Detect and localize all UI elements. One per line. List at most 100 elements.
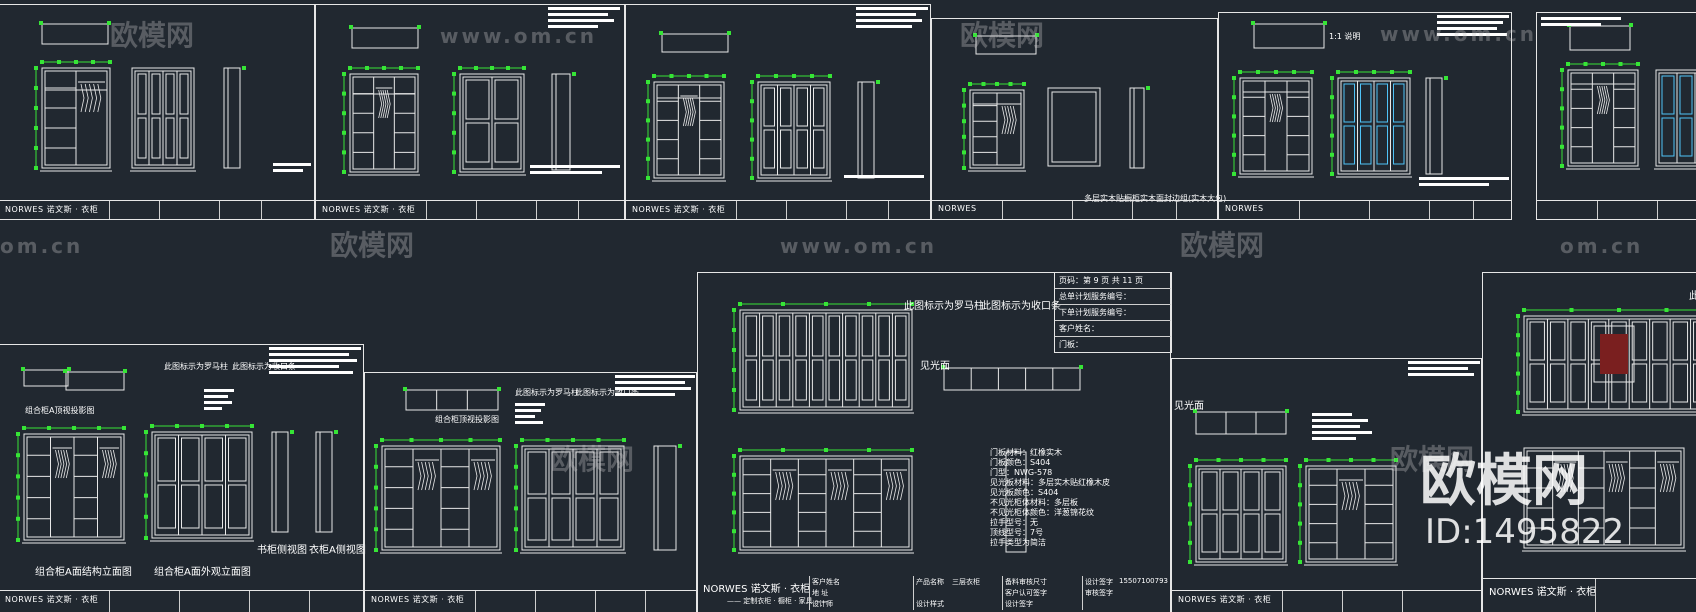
- door-panel: [465, 79, 490, 120]
- drawing-sheet-6[interactable]: [1536, 12, 1696, 220]
- door-panel: [1672, 321, 1689, 361]
- door-panel: [861, 315, 874, 357]
- dimension-mark: [123, 369, 127, 373]
- hanger-icon: [102, 449, 106, 479]
- order-number: 总单计划服务编号：: [1055, 289, 1171, 305]
- edge-strip-note: 此图标示为收口条: [981, 301, 1061, 312]
- dimension-mark: [876, 80, 880, 84]
- hanger-icon: [107, 449, 112, 479]
- door-panel: [1590, 363, 1607, 403]
- door-panel: [1631, 363, 1648, 403]
- door-panel: [1201, 471, 1218, 511]
- hanger-icon: [80, 83, 85, 113]
- hanger-icon: [692, 97, 696, 127]
- drawing-sheet-10[interactable]: 此 NORWES 诺文斯 · 衣柜: [1482, 272, 1696, 612]
- hanger-icon: [1352, 481, 1357, 511]
- hanger-icon: [84, 83, 89, 113]
- plan-title: 组合柜顶视投影图: [435, 415, 499, 424]
- drawing-sheet-3[interactable]: NORWES 诺文斯 · 衣柜: [625, 4, 931, 220]
- drawing-sheet-5[interactable]: 1:1 说明 NORWES: [1218, 12, 1512, 220]
- door-panel: [811, 315, 824, 357]
- door-panel: [1679, 117, 1693, 157]
- hanger-icon: [60, 449, 65, 479]
- door-elevation: [1047, 87, 1101, 167]
- drawing-sheet-4[interactable]: 多层实木贴橱柜实木面封边组(实木大包) NORWES: [931, 18, 1226, 220]
- door-panel: [1360, 83, 1372, 123]
- drawing-sheet-7[interactable]: 组合柜A顶视投影图 此图标示为罗马柱 此图标示为收口条 书柜侧视图 衣柜A侧视图…: [0, 344, 366, 612]
- cabinet-elevation: [757, 81, 831, 179]
- spec-line: 不见光柜体颜色：洋葱锦花纹: [990, 508, 1094, 517]
- hanger-icon: [112, 449, 117, 479]
- dimension-mark: [497, 387, 501, 391]
- hanger-icon: [484, 461, 489, 491]
- title-block: NORWES 诺文斯 · 衣柜: [626, 200, 930, 219]
- side-view: [315, 431, 333, 533]
- brand-label: NORWES 诺文斯 · 衣柜: [1489, 587, 1597, 598]
- door-panel: [780, 87, 792, 127]
- spec-line: 门板材料：红橡实木: [990, 448, 1062, 457]
- door-panel: [179, 117, 189, 159]
- door-panel: [811, 359, 824, 401]
- dimension-mark: [1251, 21, 1255, 25]
- door-panel: [796, 129, 808, 169]
- dimension-mark: [1285, 409, 1289, 413]
- drawing-sheet-1[interactable]: NORWES 诺文斯 · 衣柜: [0, 4, 315, 220]
- dimension-mark: [727, 31, 731, 35]
- door-panel: [763, 87, 775, 127]
- hanger-icon: [63, 449, 68, 479]
- hanger-icon: [837, 471, 842, 501]
- dimension-mark: [417, 25, 421, 29]
- drawing-sheet-main[interactable]: 此图标示为罗马柱 此图标示为收口条 见光面: [697, 272, 1171, 612]
- door-panel: [813, 87, 825, 127]
- side-view: [1005, 451, 1027, 553]
- door-panel: [1549, 363, 1566, 403]
- drawing-sheet-8[interactable]: 组合柜顶视投影图 此图标示为罗马柱 此图标示为收口条 NORWES 诺文斯 · …: [364, 372, 697, 612]
- door-panel: [745, 315, 758, 357]
- notes-block: [204, 389, 234, 413]
- hanger-icon: [1345, 481, 1350, 511]
- hanger-icon: [110, 449, 115, 479]
- side-view: [1129, 87, 1145, 169]
- dimension-mark: [1146, 86, 1150, 90]
- notes-block: [515, 403, 545, 427]
- cabinet-elevation: [1195, 465, 1287, 563]
- door-panel: [181, 437, 200, 482]
- door-panel: [1222, 513, 1239, 553]
- hanger-icon: [1669, 463, 1674, 493]
- cabinet-elevation: [151, 431, 253, 539]
- hanger-icon: [428, 461, 433, 491]
- hanger-icon: [1004, 105, 1009, 135]
- door-panel: [1652, 363, 1668, 403]
- cabinet-inner: [656, 84, 722, 176]
- sheet-caption: 多层实木贴橱柜实木面封边组(实木大包): [1084, 194, 1227, 203]
- drawing-sheet-9[interactable]: 见光面 NORWES 诺文斯 · 衣柜: [1171, 358, 1482, 612]
- dimension-mark: [659, 31, 663, 35]
- hanger-icon: [889, 471, 894, 501]
- header-notes: [1541, 17, 1621, 29]
- footer-cell: 备料审核尺寸: [1005, 578, 1047, 586]
- hanger-icon: [432, 461, 436, 491]
- door-panel: [1679, 75, 1693, 115]
- title-block: NORWES 诺文斯 · 衣柜: [1172, 590, 1481, 612]
- spec-line: 门板颜色：S404: [990, 458, 1051, 467]
- cabinet-elevation: [1523, 315, 1696, 413]
- hanger-icon: [1563, 463, 1568, 493]
- hanger-icon: [104, 449, 109, 479]
- hanger-icon: [1272, 93, 1276, 123]
- roman-column-note: 此图标示为罗马柱: [904, 301, 984, 312]
- front-outer-caption: 组合柜A面外观立面图: [154, 567, 251, 578]
- dimension-mark: [334, 430, 338, 434]
- door-panel: [894, 359, 907, 401]
- plan-view: [1569, 25, 1631, 51]
- spec-notes: [1312, 413, 1372, 443]
- door-panel: [151, 117, 161, 159]
- hanger-icon: [1606, 85, 1610, 115]
- drawing-sheet-2[interactable]: NORWES 诺文斯 · 衣柜: [315, 4, 625, 220]
- edge-strip-note: 此图标示为收口条: [575, 388, 639, 397]
- hanger-icon: [417, 461, 422, 491]
- cabinet-elevation: [459, 73, 525, 173]
- door-panel: [1672, 363, 1689, 403]
- notes-block: [530, 165, 620, 177]
- door-panel: [1393, 83, 1405, 123]
